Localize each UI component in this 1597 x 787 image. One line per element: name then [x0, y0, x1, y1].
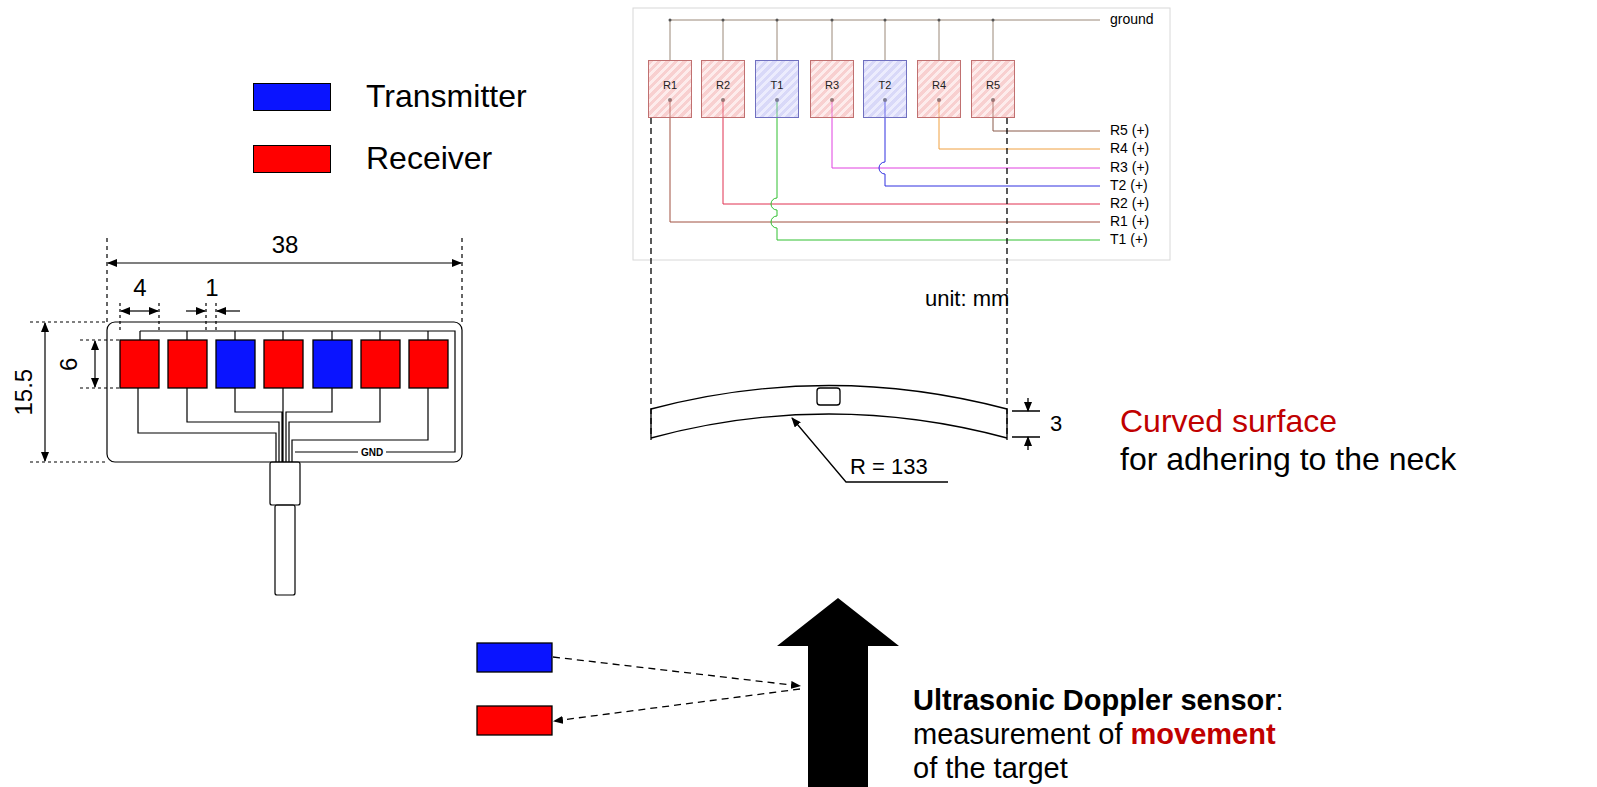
element-label: R5 [986, 61, 1000, 91]
description-text: movement [1131, 718, 1276, 751]
element-label: T2 [879, 61, 892, 91]
element-box: R5 [971, 60, 1015, 118]
element-box: R1 [648, 60, 692, 118]
label: Curved surface [1120, 404, 1337, 439]
element-box: T2 [863, 60, 907, 118]
element-label: T1 [771, 61, 784, 91]
legend-row: Receiver [253, 140, 492, 177]
label: R3 (+) [1110, 160, 1149, 175]
legend-swatch [253, 83, 331, 111]
element-label: R1 [663, 61, 677, 91]
legend-row: Transmitter [253, 78, 527, 115]
schematic-panel [633, 8, 1170, 260]
text-line: measurement ofmovement [913, 718, 1276, 751]
element-label: R3 [825, 61, 839, 91]
legend-swatch [253, 145, 331, 173]
description-text: measurement of [913, 718, 1123, 751]
label: T2 (+) [1110, 178, 1148, 193]
label: GND [358, 447, 386, 458]
element-label: R4 [932, 61, 946, 91]
legend-text: Transmitter [366, 78, 527, 115]
label: 3 [1050, 412, 1062, 436]
label: unit: mm [925, 287, 1009, 311]
text-line: of the target [913, 752, 1068, 785]
label: R2 (+) [1110, 196, 1149, 211]
description-text: : [1276, 684, 1284, 717]
doppler-illustration [477, 598, 899, 787]
label: R4 (+) [1110, 141, 1149, 156]
label: for adhering to the neck [1120, 442, 1456, 477]
text-line: Ultrasonic Doppler sensor: [913, 684, 1284, 717]
element-box: T1 [755, 60, 799, 118]
label: 4 [133, 275, 146, 301]
label: T1 (+) [1110, 232, 1148, 247]
label: 6 [57, 357, 83, 370]
sensor-drawing [30, 237, 462, 595]
label: R = 133 [850, 455, 928, 479]
sensor-elements [120, 340, 448, 388]
element-box: R2 [701, 60, 745, 118]
description-text: of the target [913, 752, 1068, 785]
description-text: Ultrasonic Doppler sensor [913, 684, 1276, 717]
label: 1 [205, 275, 218, 301]
label: R1 (+) [1110, 214, 1149, 229]
curved-surface [651, 118, 1040, 482]
element-box: R4 [917, 60, 961, 118]
element-label: R2 [716, 61, 730, 91]
label: ground [1110, 12, 1154, 27]
label: 38 [272, 232, 299, 258]
element-box: R3 [810, 60, 854, 118]
label: 15.5 [11, 369, 37, 416]
legend-text: Receiver [366, 140, 492, 177]
label: R5 (+) [1110, 123, 1149, 138]
